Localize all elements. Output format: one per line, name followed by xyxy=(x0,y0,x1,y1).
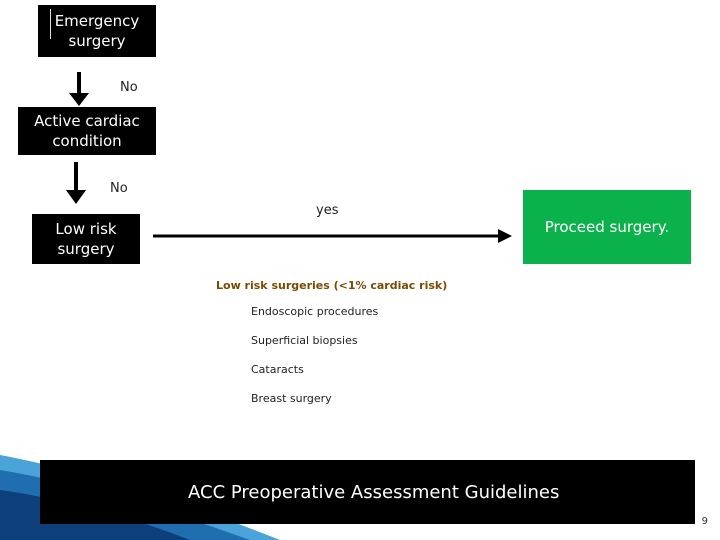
active-cardiac-label: Active cardiac condition xyxy=(34,112,140,150)
active-cardiac-box: Active cardiac condition xyxy=(18,107,156,155)
low-risk-label: Low risk surgery xyxy=(55,220,117,258)
proceed-surgery-label: Proceed surgery. xyxy=(544,218,670,236)
arrow-right-head xyxy=(498,229,512,243)
low-risk-box: Low risk surgery xyxy=(32,214,140,264)
emergency-surgery-box: Emergency surgery xyxy=(38,5,156,57)
list-title: Low risk surgeries (<1% cardiac risk) xyxy=(216,279,448,292)
list-item: Cataracts xyxy=(251,363,304,376)
list-item: Superficial biopsies xyxy=(251,334,358,347)
box-left-rule xyxy=(50,9,51,39)
proceed-surgery-box: Proceed surgery. xyxy=(523,190,691,264)
footer-banner: ACC Preoperative Assessment Guidelines xyxy=(40,460,695,524)
arrow-down-1-head xyxy=(69,93,89,106)
page-number: 9 xyxy=(701,516,708,527)
list-item: Endoscopic procedures xyxy=(251,305,379,318)
no-label-2: No xyxy=(110,181,128,196)
footer-title: ACC Preoperative Assessment Guidelines xyxy=(188,482,560,503)
list-item: Breast surgery xyxy=(251,392,332,405)
no-label-1: No xyxy=(120,80,138,95)
yes-label: yes xyxy=(316,203,339,218)
arrow-down-2-head xyxy=(66,190,86,204)
emergency-surgery-label: Emergency surgery xyxy=(54,12,140,50)
